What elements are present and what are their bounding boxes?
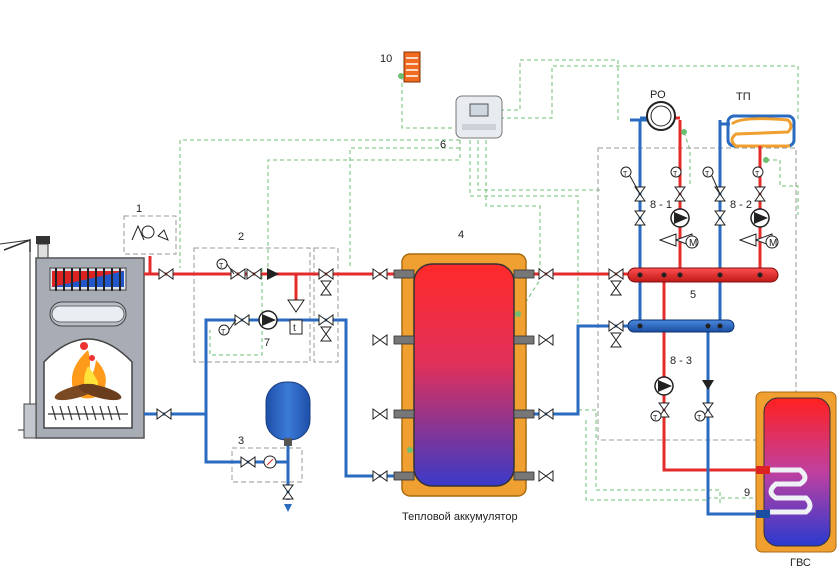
label-2: 2 <box>238 231 244 243</box>
zone-filling-group-3 <box>231 447 303 483</box>
zone-mixing-unit-2 <box>193 247 311 363</box>
pump-7 <box>258 310 278 330</box>
expansion-tank <box>265 381 311 446</box>
thermostatic-valve-2: t <box>287 299 305 335</box>
diagram-labels: 1 2 3 4 5 6 7 8 - 1 8 - 2 8 - 3 9 10 РО … <box>136 53 811 569</box>
circulation-pumps <box>258 208 770 396</box>
thermo-mark: T <box>219 263 224 270</box>
label-4: 4 <box>458 229 464 241</box>
label-7: 7 <box>264 337 270 349</box>
pump-8-2 <box>750 208 770 228</box>
thermometers <box>131 166 764 469</box>
thermo-mark: T <box>673 171 678 178</box>
signal-lines <box>179 59 799 505</box>
label-8-2: 8 - 2 <box>730 199 752 211</box>
mixing-valve-8-2: M <box>738 233 779 249</box>
thermo-label: t <box>293 323 296 334</box>
shutoff-valves <box>156 186 766 500</box>
thermo-mark: T <box>221 329 226 336</box>
zone-safety-group-1 <box>123 215 177 255</box>
label-tp: ТП <box>736 91 751 103</box>
motor-label: M <box>689 238 697 249</box>
distribution-collectors <box>627 267 779 333</box>
label-accumulator: Тепловой аккумулятор <box>402 511 518 523</box>
label-8-1: 8 - 1 <box>650 199 672 211</box>
label-10: 10 <box>380 53 392 65</box>
thermo-mark: T <box>705 171 710 178</box>
pump-8-1 <box>670 208 690 228</box>
room-sensor-10 <box>398 51 421 83</box>
label-1: 1 <box>136 203 142 215</box>
motor-label: M <box>769 238 777 249</box>
label-3: 3 <box>238 435 244 447</box>
safety-group-icons <box>131 224 169 241</box>
label-gvs: ГВС <box>790 557 811 569</box>
underfloor-heating-circuit <box>720 114 796 163</box>
controller-unit <box>455 95 503 139</box>
zone-bypass <box>313 247 339 363</box>
thermo-mark: T <box>623 171 628 178</box>
zone-heating-circuits <box>597 147 797 441</box>
thermo-mark: T <box>653 415 658 422</box>
pump-8-3 <box>654 376 674 396</box>
thermo-mark: T <box>697 415 702 422</box>
thermometer-marks: T T T T T T T T <box>219 171 760 422</box>
thermal-accumulator-tank <box>393 253 535 497</box>
dhw-boiler-tank <box>755 391 837 553</box>
drain-arrows <box>284 504 292 512</box>
label-5: 5 <box>690 289 696 301</box>
mixing-valve-8-1: M <box>658 233 699 249</box>
label-9: 9 <box>744 487 750 499</box>
mixing-valves: M M t <box>287 233 779 335</box>
label-ro: РО <box>650 89 666 101</box>
solid-fuel-boiler <box>0 236 145 439</box>
label-6: 6 <box>440 139 446 151</box>
thermo-mark: T <box>755 171 760 178</box>
label-8-3: 8 - 3 <box>670 355 692 367</box>
radiator-circuit <box>640 101 687 135</box>
